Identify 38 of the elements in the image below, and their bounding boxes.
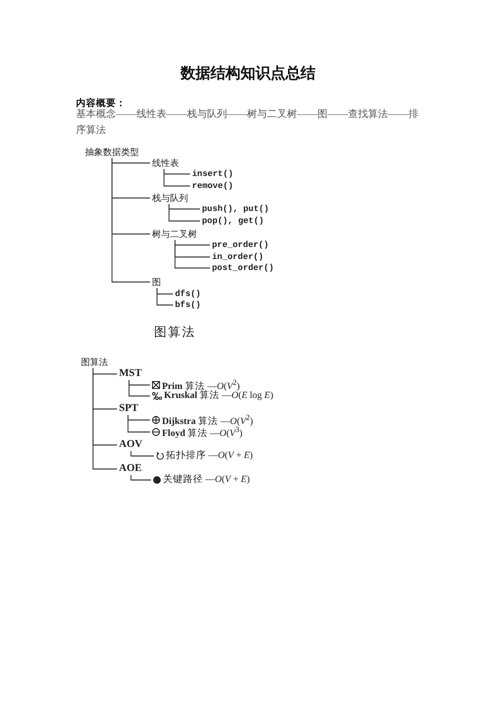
- section-heading: 内容概要：: [76, 98, 126, 109]
- function-label: insert(): [190, 168, 234, 180]
- function-label: pre_order(): [210, 239, 269, 251]
- page-title: 数据结构知识点总结: [180, 64, 316, 82]
- function-label: bfs(): [173, 299, 201, 311]
- connector-line: [128, 414, 150, 432]
- tree-label: 栈与队列: [150, 192, 188, 204]
- tree-label: MST: [117, 368, 142, 380]
- algorithm-label: 拓扑排序 —O(V + E): [166, 450, 253, 462]
- function-label: pop(), get(): [200, 215, 264, 227]
- tree-label: 树与二叉树: [150, 228, 197, 240]
- connector-line: [112, 158, 150, 282]
- tree-label: SPT: [117, 403, 138, 415]
- tree-label: 线性表: [150, 157, 179, 169]
- function-label: remove(): [190, 180, 234, 192]
- tree-label: AOE: [117, 463, 142, 475]
- function-label: dfs(): [173, 288, 201, 300]
- tree-label: 图: [150, 276, 161, 288]
- algorithm-label: Dijkstra 算法 —O(V$^{2}$): [162, 412, 254, 428]
- algorithm-label: 关键路径 —O(V + E): [163, 474, 250, 486]
- algorithm-label: Kruskal 算法 —O(E log E): [164, 390, 274, 402]
- algorithm-label: Floyd 算法 —O(V$^{3}$): [162, 424, 242, 440]
- summary-paragraph: 基本概念——线性表——栈与队列——树与二叉树——图——查找算法——排序算法: [76, 108, 420, 138]
- connector-line: [156, 288, 174, 306]
- connector-line: [164, 168, 190, 186]
- tree-label: AOV: [117, 439, 142, 451]
- connector-line: [128, 380, 150, 396]
- connector-line: [130, 474, 152, 480]
- tree-label: 抽象数据类型: [83, 146, 139, 158]
- connector-line: [130, 450, 154, 456]
- connector-line: [174, 240, 210, 268]
- function-label: push(), put(): [200, 203, 270, 215]
- function-label: in_order(): [210, 251, 264, 263]
- connector-line: [92, 368, 118, 470]
- function-label: post_order(): [210, 262, 274, 274]
- connector-line: [168, 204, 200, 222]
- tree-label: 图算法: [79, 356, 108, 368]
- figure-caption: 图算法: [154, 325, 196, 340]
